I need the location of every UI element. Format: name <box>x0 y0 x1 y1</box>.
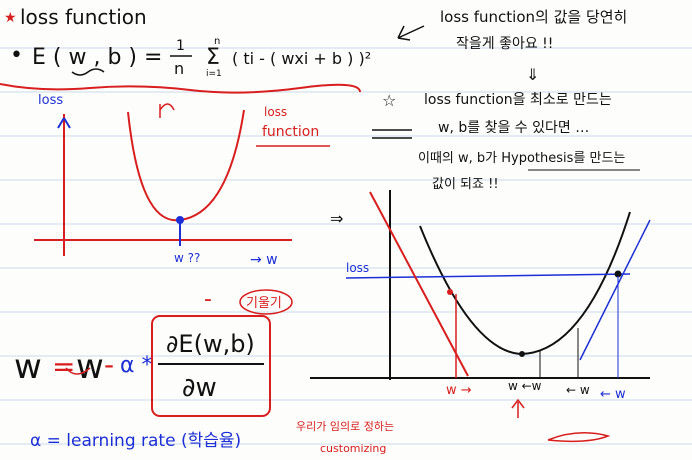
ruled-lines <box>0 47 692 445</box>
up-arrow-icon <box>511 398 525 418</box>
tangent-left <box>369 191 469 377</box>
equation-bullet: • <box>10 43 23 68</box>
curve-label-2: function <box>262 124 319 140</box>
left-y-label: loss <box>38 93 63 108</box>
scribble-arrow-icon <box>547 432 611 443</box>
tangent-right <box>579 219 651 361</box>
frac-numerator: 1 <box>176 38 185 54</box>
right-loss-curve <box>419 211 631 356</box>
title: loss function <box>20 5 147 29</box>
y-axis-arrow-icon <box>57 117 71 129</box>
alpha-definition: α = learning rate (학습율) <box>30 431 241 451</box>
star-mark: ★ <box>4 10 17 26</box>
rule-minus: - <box>104 348 114 381</box>
note-line4: w, b를 찾을 수 있다면 … <box>438 120 589 136</box>
note-line6: 값이 되죠 !! <box>432 177 499 192</box>
note-line2: 작을게 좋아요 !! <box>456 36 553 52</box>
alpha-side-1: 우리가 임의로 정하는 <box>296 419 394 433</box>
curve-label-1: loss <box>264 105 287 119</box>
sigma-icon: Σ <box>206 45 220 70</box>
down-arrow-icon: ⇓ <box>526 65 539 84</box>
sigma-top: n <box>214 36 220 47</box>
rule-lhs: w <box>14 347 42 387</box>
rule-w2: w <box>76 347 104 387</box>
note-line5: 이때의 w, b가 Hypothesis를 만드는 <box>418 151 625 166</box>
gradient-box <box>151 315 271 417</box>
w-label-1: w → <box>446 383 472 398</box>
w-label-2: w ←w <box>508 379 542 393</box>
star-icon: ☆ <box>382 91 396 110</box>
sigma-bottom: i=1 <box>206 69 222 79</box>
underline-squiggle <box>71 68 105 76</box>
rule-alpha: α * <box>120 353 153 378</box>
loss-curve <box>127 109 245 222</box>
note-line3: loss function을 최소로 만드는 <box>424 92 612 108</box>
slope-label: 기울기 <box>246 296 282 311</box>
equation-lhs: E ( w , b ) = <box>32 45 162 70</box>
minus-mark: - <box>204 287 212 312</box>
double-underline <box>372 129 412 139</box>
rule-numerator: ∂E(w,b) <box>166 330 255 358</box>
rule-eq: = <box>52 350 75 383</box>
alpha-side-2: customizing <box>320 442 386 455</box>
down-arrow-mark-icon <box>159 103 175 118</box>
w-label-3: ← w <box>566 383 590 397</box>
min-label: w ?? <box>174 251 200 265</box>
right-gradient-graph <box>310 190 651 443</box>
implies-arrow: ⇒ <box>330 209 343 228</box>
right-loss-label: loss <box>346 261 369 275</box>
left-x-label: → w <box>250 252 278 268</box>
min-point <box>176 216 184 224</box>
rule-denominator: ∂w <box>182 373 217 403</box>
note-line1: loss function의 값을 당연히 <box>440 8 627 26</box>
w-label-4: ← w <box>600 387 626 402</box>
equation-body: ( ti - ( wxi + b ) )² <box>232 49 371 68</box>
frac-denominator: n <box>174 59 184 78</box>
pointer-arrow-icon <box>397 25 425 41</box>
left-loss-graph <box>34 103 292 256</box>
red-underline <box>0 83 361 94</box>
